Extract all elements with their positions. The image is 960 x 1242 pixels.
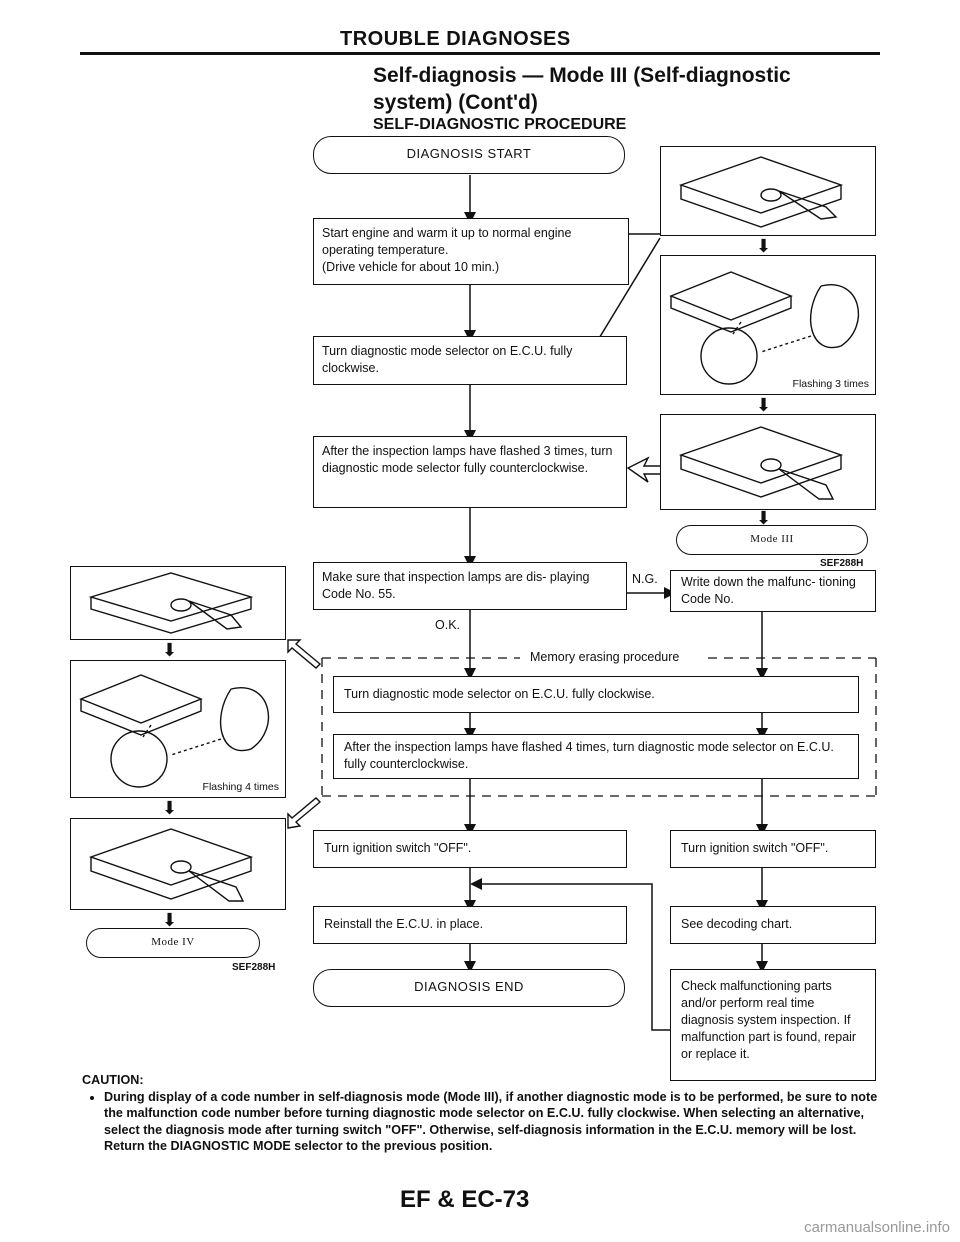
page-number: EF & EC-73 [400,1186,530,1213]
down-arrow-icon: ⬇ [162,910,178,930]
page-title-line2: system) (Cont'd) [373,91,538,114]
memory-erasing-label: Memory erasing procedure [526,650,684,664]
section-header: TROUBLE DIAGNOSES [340,28,571,50]
figure-code-right: SEF288H [820,558,864,569]
page-title-line1: Self-diagnosis — Mode III (Self-diagnost… [373,64,791,87]
caution-heading: CAUTION: [82,1073,144,1087]
caution-text-2: Return the DIAGNOSTIC MODE selector to t… [104,1139,493,1153]
caution-text: During display of a code number in self-… [104,1089,878,1137]
ecu-screwdriver-icon [88,828,254,902]
ecu-illustration-2: Flashing 3 times [660,255,876,395]
watermark: carmanualsonline.info [804,1219,950,1236]
step-reinstall-ecu: Reinstall the E.C.U. in place. [313,906,627,944]
step-warm-engine-note: (Drive vehicle for about 10 min.) [322,260,500,274]
down-arrow-icon: ⬇ [162,798,178,818]
step-warm-engine: Start engine and warm it up to normal en… [313,218,629,285]
step-write-down-code: Write down the malfunc- tioning Code No. [670,570,876,612]
ecu-lamp-icon [79,674,270,788]
step-ignition-off-right: Turn ignition switch "OFF". [670,830,876,868]
erase-step-counterclockwise: After the inspection lamps have flashed … [333,734,859,779]
ecu-illustration-4 [70,566,286,640]
ecu-illustration-5: Flashing 4 times [70,660,286,798]
ecu-screwdriver-icon [678,426,844,500]
erase-step-clockwise: Turn diagnostic mode selector on E.C.U. … [333,676,859,713]
ecu-illustration-3 [660,414,876,510]
step-ignition-off-left: Turn ignition switch "OFF". [313,830,627,868]
ecu-screwdriver-icon [678,156,844,228]
step-decoding-chart: See decoding chart. [670,906,876,944]
figure-code-left: SEF288H [232,962,276,973]
ecu-illustration-1 [660,146,876,236]
diagnosis-end-terminal: DIAGNOSIS END [313,969,625,1007]
down-arrow-icon: ⬇ [756,395,772,415]
step-selector-clockwise: Turn diagnostic mode selector on E.C.U. … [313,336,627,385]
ecu-screwdriver-icon [88,572,254,634]
ecu-illustration-6 [70,818,286,910]
step-check-code-55: Make sure that inspection lamps are dis-… [313,562,627,610]
mode-3-pill: Mode III [676,525,868,555]
header-rule [80,52,880,55]
caution-block: CAUTION: During display of a code number… [82,1072,882,1155]
ecu-lamp-icon [669,271,860,385]
step-selector-counterclockwise: After the inspection lamps have flashed … [313,436,627,508]
ok-label: O.K. [435,618,461,632]
diagnosis-start-terminal: DIAGNOSIS START [313,136,625,174]
flashing-3-label: Flashing 3 times [792,378,869,390]
ng-label: N.G. [632,572,658,586]
step-check-malfunction: Check malfunctioning parts and/or perfor… [670,969,876,1081]
down-arrow-icon: ⬇ [756,236,772,256]
mode-4-pill: Mode IV [86,928,260,958]
down-arrow-icon: ⬇ [756,508,772,528]
down-arrow-icon: ⬇ [162,640,178,660]
procedure-subtitle: SELF-DIAGNOSTIC PROCEDURE [373,116,627,133]
step-warm-engine-text: Start engine and warm it up to normal en… [322,226,572,257]
flashing-4-label: Flashing 4 times [202,781,279,793]
